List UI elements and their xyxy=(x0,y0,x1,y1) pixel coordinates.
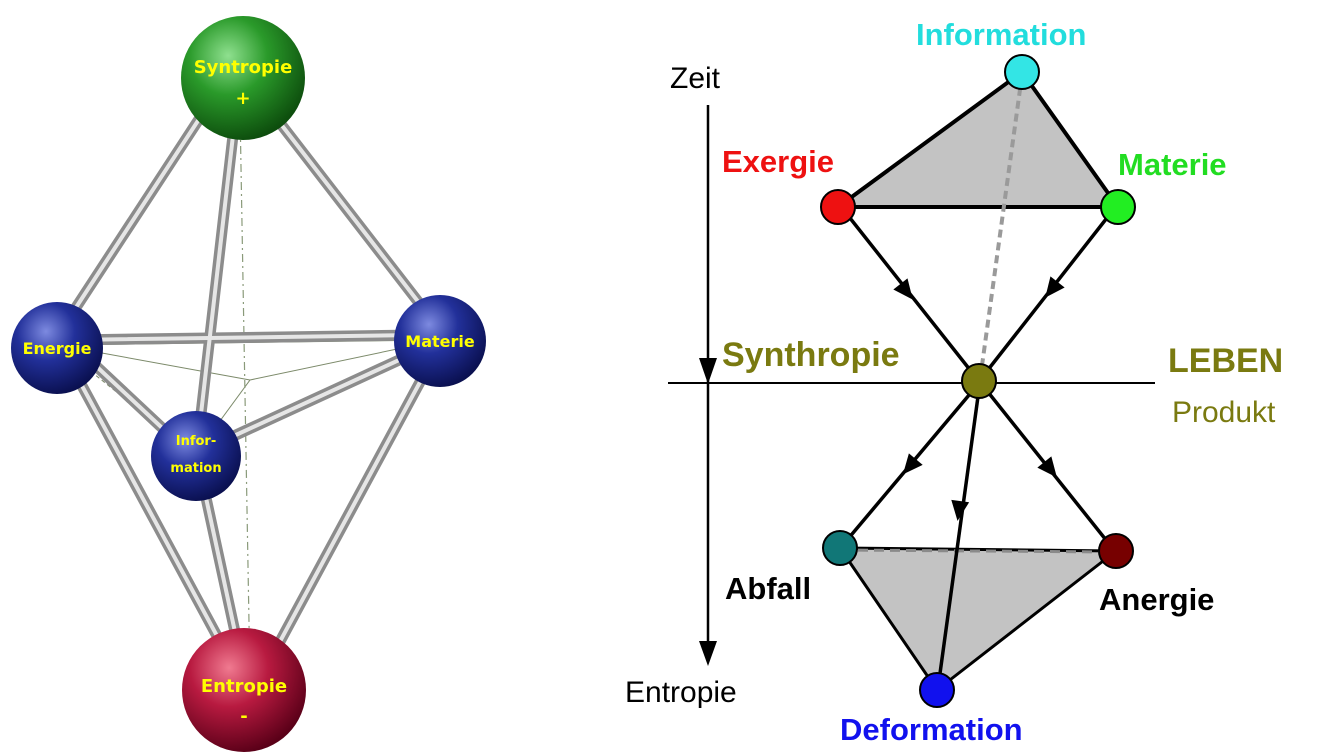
flow-arrowheads xyxy=(893,276,1065,521)
entropie-label: Entropie xyxy=(201,676,287,697)
leben-label: LEBEN xyxy=(1168,342,1283,380)
synthropie-node xyxy=(961,363,997,399)
rods xyxy=(52,104,446,666)
zeit-label: Zeit xyxy=(670,62,721,95)
entropie-sphere: Entropie - xyxy=(182,628,306,752)
right-flow-diagram: Zeit Entropie Information Exergie Materi… xyxy=(625,17,1283,747)
materie-label: Materie xyxy=(1118,147,1227,182)
deformation-node xyxy=(919,672,955,708)
entropie-axis-label: Entropie xyxy=(625,676,737,709)
time-axis-arrow-bottom xyxy=(699,641,717,666)
syntropie-sign: + xyxy=(235,88,250,109)
information-node xyxy=(1004,54,1040,90)
deformation-label: Deformation xyxy=(840,712,1023,747)
synthropie-label: Synthropie xyxy=(722,336,900,374)
syntropie-sphere: Syntropie + xyxy=(181,16,305,140)
anergie-label: Anergie xyxy=(1099,582,1214,617)
exergie-node xyxy=(820,189,856,225)
materie-sphere: Materie xyxy=(394,295,486,387)
produkt-label: Produkt xyxy=(1172,396,1276,429)
materie-node xyxy=(1100,189,1136,225)
dashed-axis-line xyxy=(239,109,251,681)
materie-label: Materie xyxy=(405,332,475,351)
upper-triangle xyxy=(836,70,1120,209)
exergie-label: Exergie xyxy=(722,144,834,179)
syntropie-label: Syntropie xyxy=(194,57,293,78)
information-sphere: Infor- mation xyxy=(151,411,241,501)
information-label-1: Infor- xyxy=(176,434,217,449)
abfall-node xyxy=(822,530,858,566)
left-octahedron-diagram: Syntropie + Energie Materie Infor- matio… xyxy=(11,16,486,752)
dashed-lower-link xyxy=(841,548,1115,554)
information-label-2: mation xyxy=(170,461,221,476)
information-label: Information xyxy=(916,17,1087,52)
energie-label: Energie xyxy=(23,339,92,358)
time-axis-arrow-mid xyxy=(699,358,717,384)
energie-sphere: Energie xyxy=(11,302,103,394)
anergie-node xyxy=(1098,533,1134,569)
lower-triangle xyxy=(838,546,1118,692)
entropie-sign: - xyxy=(240,706,247,727)
abfall-label: Abfall xyxy=(725,571,811,606)
